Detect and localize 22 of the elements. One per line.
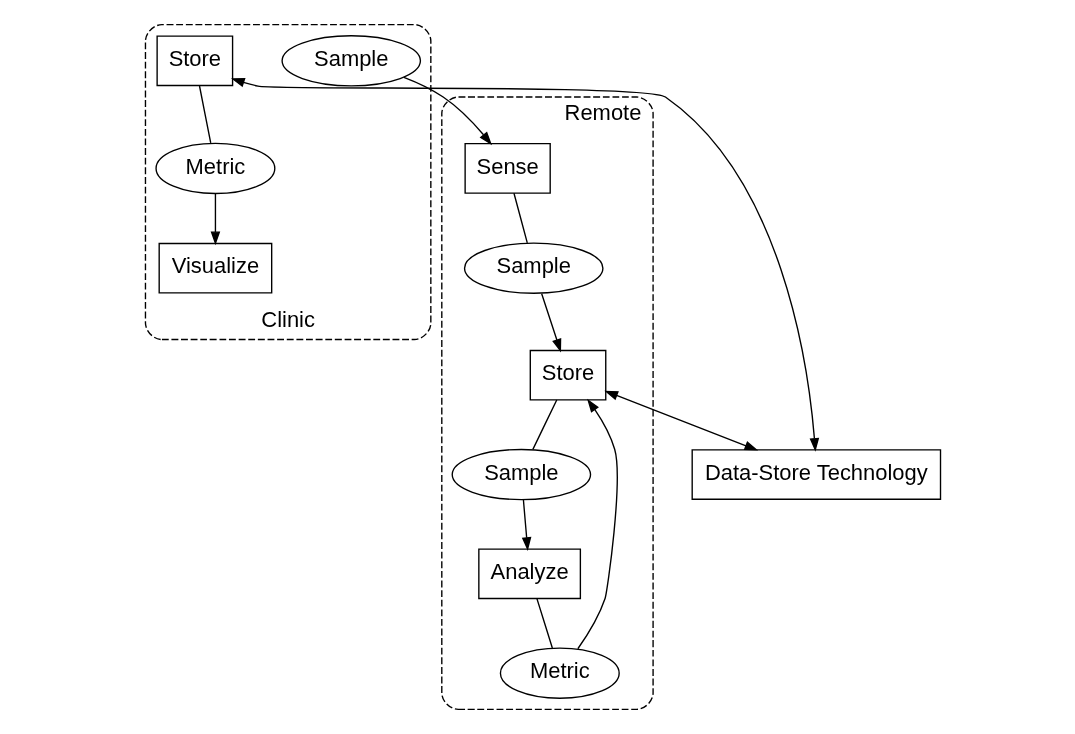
node-ellipse: Metric: [155, 142, 276, 195]
node-ellipse: Metric: [499, 647, 620, 699]
arrow: [403, 76, 492, 146]
node-box: Store: [156, 35, 234, 87]
arrow: [541, 293, 562, 353]
node-box: Sense: [464, 143, 551, 194]
node-ellipse: Sample: [463, 242, 604, 294]
connector: [198, 85, 212, 144]
arrow: [210, 193, 221, 246]
node-box: Store: [529, 349, 607, 401]
arrow: [231, 78, 820, 452]
connector: [532, 399, 558, 451]
node-ellipse: Sample: [281, 35, 422, 87]
arrow: [604, 390, 759, 451]
node-box: Analyze: [478, 548, 582, 600]
node-ellipse: Sample: [451, 448, 592, 501]
node-box: Visualize: [158, 242, 273, 294]
arrow: [577, 398, 618, 650]
connector: [513, 192, 528, 244]
node-box: Data-Store Technology: [691, 449, 942, 500]
arrow: [521, 499, 532, 551]
connector: [536, 597, 554, 649]
